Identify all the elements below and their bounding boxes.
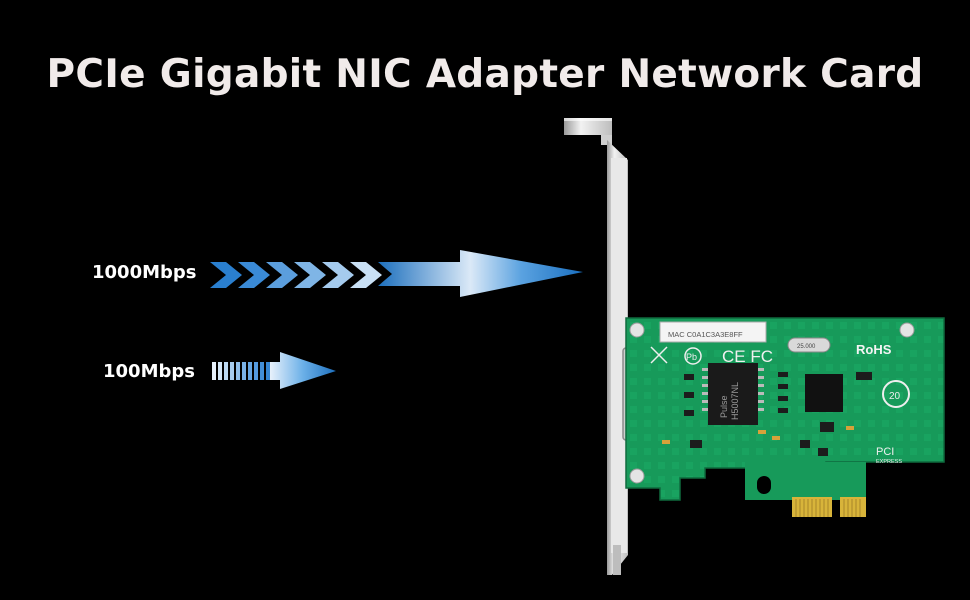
speed-label-100mbps: 100Mbps: [103, 361, 195, 382]
chip-model: H5007NL: [730, 382, 740, 420]
mac-address-label: MAC C0A1C3A3E8FF: [668, 330, 743, 339]
gold-fingers: [792, 497, 866, 517]
ce-fc-label: CE FC: [722, 347, 773, 366]
page-title: PCIe Gigabit NIC Adapter Network Card: [46, 52, 924, 97]
weee-bin-icon: [650, 346, 668, 364]
crystal-label: 25.000: [797, 344, 816, 350]
chip-brand: Pulse: [719, 395, 729, 418]
pcb-board: MAC C0A1C3A3E8FF 25.000 RoHS CE FC Pb Pu…: [625, 317, 945, 517]
eco-label: 20: [889, 391, 901, 402]
express-logo-label: EXPRESS: [876, 459, 902, 465]
lead-free-label: Pb: [686, 352, 697, 362]
metal-bracket: [564, 118, 628, 575]
speed-label-1000mbps: 1000Mbps: [92, 262, 197, 283]
pci-logo-label: PCI: [876, 446, 894, 458]
arrow-1000mbps: [210, 250, 583, 297]
rohs-label: RoHS: [856, 342, 892, 357]
arrow-100mbps: [212, 352, 336, 389]
